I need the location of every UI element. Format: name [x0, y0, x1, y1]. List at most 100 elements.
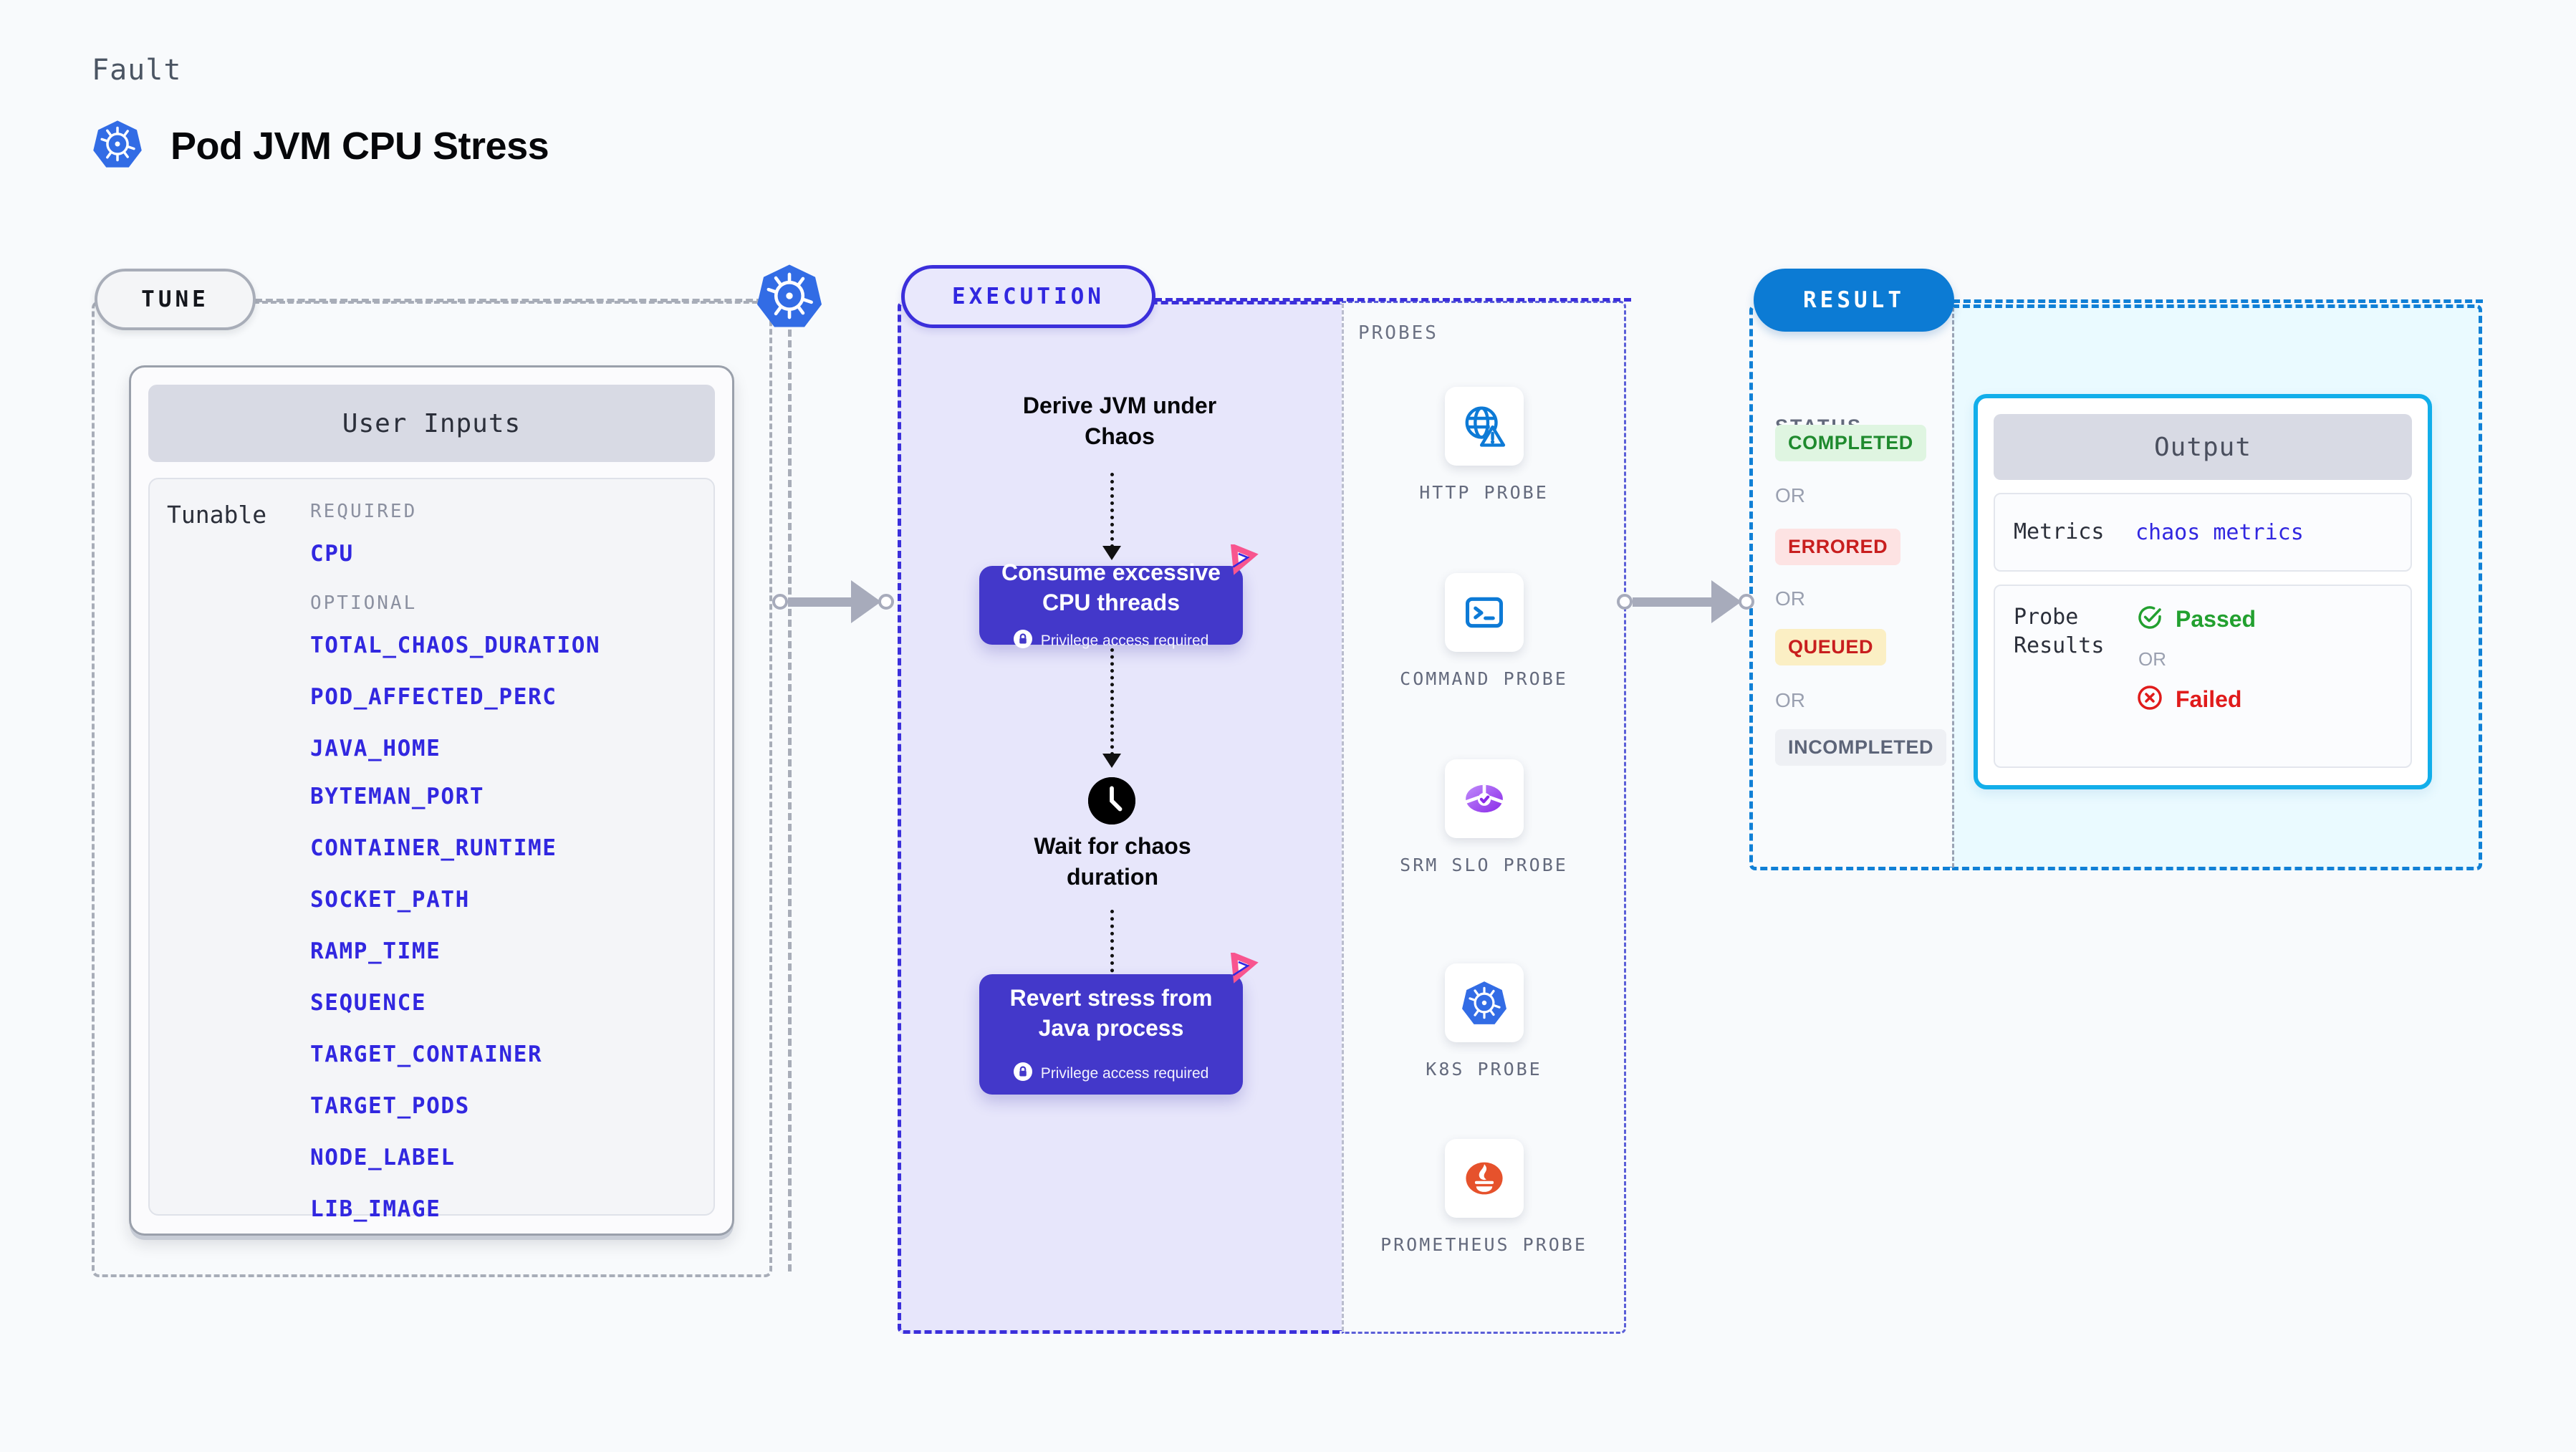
privilege-note-1: Privilege access required — [1013, 629, 1209, 653]
passed-label: Passed — [2176, 606, 2257, 632]
param-ramp-time[interactable]: RAMP_TIME — [310, 938, 441, 964]
privilege-note-2: Privilege access required — [1013, 1062, 1209, 1085]
metrics-value[interactable]: chaos metrics — [2135, 519, 2304, 545]
litmus-icon — [1216, 542, 1261, 585]
check-circle-icon — [2135, 603, 2164, 635]
param-java-home[interactable]: JAVA_HOME — [310, 736, 441, 761]
arrow-end-dot — [1739, 594, 1754, 610]
param-node-label[interactable]: NODE_LABEL — [310, 1145, 456, 1170]
tune-pill[interactable]: TUNE — [95, 269, 256, 330]
prometheus-icon — [1444, 1139, 1524, 1218]
probe-k8s-label: K8S PROBE — [1426, 1059, 1542, 1080]
probe-http[interactable]: HTTP PROBE — [1342, 387, 1626, 506]
output-metrics-row: Metrics chaos metrics — [1994, 493, 2412, 572]
metrics-key: Metrics — [2014, 519, 2105, 545]
status-badge-errored: ERRORED — [1775, 529, 1901, 565]
param-socket-path[interactable]: SOCKET_PATH — [310, 887, 470, 913]
privilege-note-2-text: Privilege access required — [1040, 1064, 1209, 1082]
param-target-container[interactable]: TARGET_CONTAINER — [310, 1042, 543, 1067]
probe-srm-slo[interactable]: SRM SLO PROBE — [1342, 759, 1626, 878]
param-byteman-port[interactable]: BYTEMAN_PORT — [310, 784, 485, 809]
param-container-runtime[interactable]: CONTAINER_RUNTIME — [310, 835, 557, 861]
status-or-3: OR — [1775, 689, 1805, 711]
arrow-shaft — [1633, 597, 1711, 607]
srm-slo-icon — [1444, 759, 1524, 838]
arrow-end-dot — [878, 594, 894, 610]
lock-icon — [1013, 1062, 1032, 1085]
kubernetes-icon — [755, 261, 824, 330]
result-pill[interactable]: RESULT — [1754, 269, 1954, 332]
execution-to-result-arrow — [1617, 580, 1754, 623]
probes-divider — [1342, 304, 1344, 1331]
output-title: Output — [2153, 432, 2252, 462]
tune-to-execution-arrow — [772, 580, 894, 623]
privilege-note-1-text: Privilege access required — [1040, 632, 1209, 649]
x-circle-icon — [2135, 683, 2164, 716]
litmus-icon — [1216, 951, 1261, 993]
execution-connector-dash — [1155, 298, 1631, 302]
lock-icon — [1013, 629, 1032, 653]
status-badge-completed: COMPLETED — [1775, 425, 1926, 461]
optional-group-label: OPTIONAL — [310, 592, 418, 614]
flow-arrow-1 — [1102, 546, 1121, 560]
param-total-chaos-duration[interactable]: TOTAL_CHAOS_DURATION — [310, 633, 601, 658]
tune-pill-label: TUNE — [141, 287, 209, 312]
arrow-shaft — [788, 597, 851, 607]
result-pill-label: RESULT — [1803, 287, 1905, 313]
flow-connector-3 — [1110, 910, 1114, 987]
probe-prometheus-label: PROMETHEUS PROBE — [1380, 1234, 1587, 1255]
probe-results-values: Passed OR Failed — [2135, 603, 2392, 749]
arrow-head — [1711, 580, 1741, 623]
output-card-header: Output — [1994, 414, 2412, 480]
clock-icon — [1088, 777, 1135, 824]
page-kicker: Fault — [92, 54, 182, 87]
arrow-start-dot — [772, 594, 788, 610]
failed-label: Failed — [2176, 686, 2242, 712]
status-or-2: OR — [1775, 587, 1805, 610]
page-title: Pod JVM CPU Stress — [170, 124, 549, 168]
tune-connector-dash — [255, 299, 764, 302]
user-inputs-title: User Inputs — [342, 408, 522, 438]
status-badge-queued: QUEUED — [1775, 629, 1887, 665]
user-inputs-body: Tunable REQUIRED CPU OPTIONAL TOTAL_CHAO… — [148, 478, 715, 1222]
probe-prometheus[interactable]: PROMETHEUS PROBE — [1342, 1139, 1626, 1258]
param-target-pods[interactable]: TARGET_PODS — [310, 1093, 470, 1119]
page-title-row: Pod JVM CPU Stress — [92, 118, 549, 173]
kubernetes-icon — [92, 118, 143, 173]
arrow-head — [851, 580, 881, 623]
param-cpu[interactable]: CPU — [310, 541, 354, 567]
flow-connector-1 — [1110, 473, 1114, 548]
result-divider — [1952, 307, 1954, 867]
probe-result-failed: Failed — [2135, 683, 2392, 716]
result-connector-dash — [1953, 299, 2483, 303]
terminal-icon — [1444, 573, 1524, 652]
parameter-list: REQUIRED CPU OPTIONAL TOTAL_CHAOS_DURATI… — [296, 501, 713, 1222]
param-lib-image[interactable]: LIB_IMAGE — [310, 1196, 441, 1222]
tune-right-boundary-dash — [788, 330, 792, 1271]
arrow-start-dot — [1617, 594, 1633, 610]
tunable-label: Tunable — [167, 501, 267, 529]
param-pod-affected-perc[interactable]: POD_AFFECTED_PERC — [310, 684, 557, 710]
probe-command[interactable]: COMMAND PROBE — [1342, 573, 1626, 692]
tune-panel — [92, 301, 772, 1277]
result-status-panel — [1749, 304, 1952, 870]
probe-k8s[interactable]: K8S PROBE — [1342, 963, 1626, 1082]
param-sequence[interactable]: SEQUENCE — [310, 990, 427, 1016]
required-group-label: REQUIRED — [310, 501, 418, 522]
probe-result-passed: Passed — [2135, 603, 2392, 635]
probe-srm-slo-label: SRM SLO PROBE — [1400, 855, 1568, 875]
kubernetes-icon — [1444, 963, 1524, 1042]
execution-pill[interactable]: EXECUTION — [901, 265, 1155, 328]
execution-pill-label: EXECUTION — [952, 284, 1105, 309]
probe-result-or: OR — [2138, 648, 2166, 670]
user-inputs-header: User Inputs — [148, 385, 715, 462]
probes-section-label: PROBES — [1358, 322, 1438, 344]
